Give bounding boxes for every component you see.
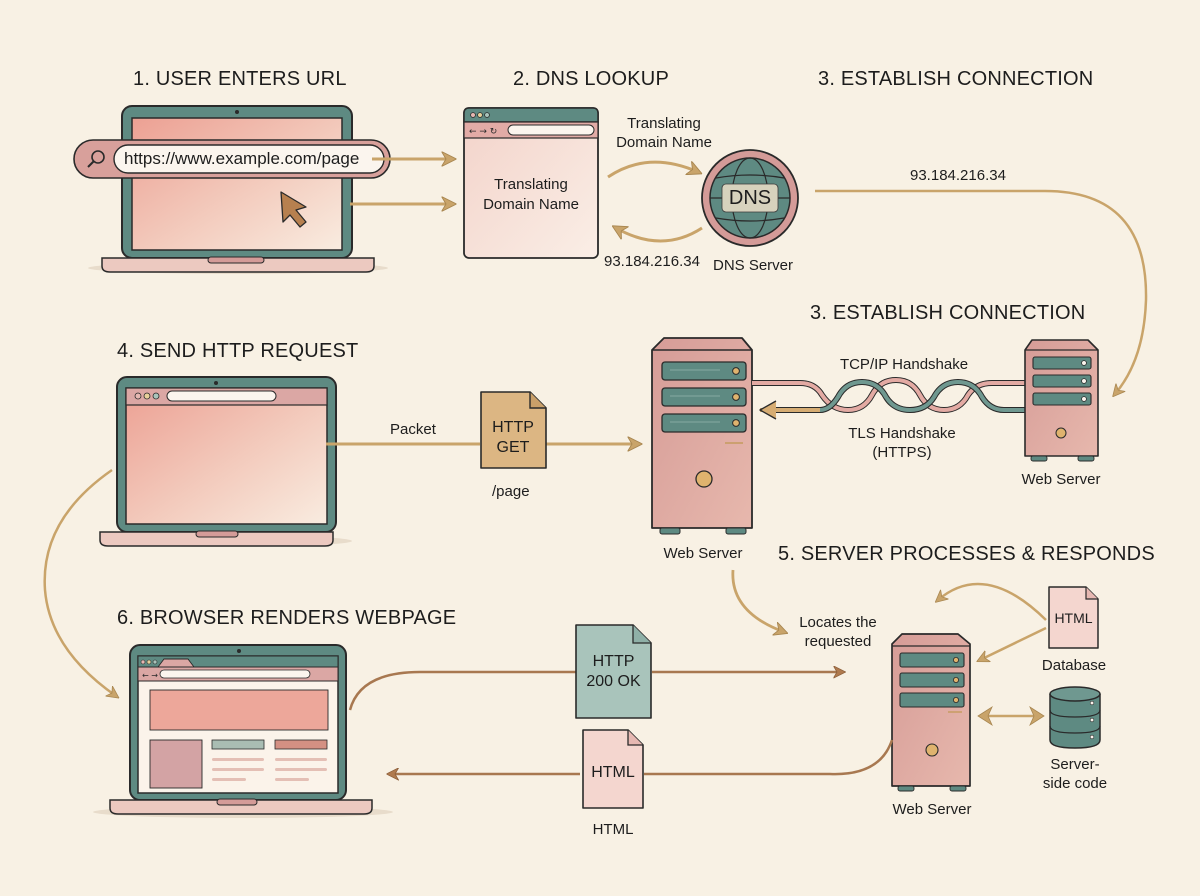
laptop-step4	[99, 376, 352, 547]
dns-server-label: DNS Server	[712, 257, 794, 274]
html-response-doc-text: HTML	[591, 764, 635, 781]
html-doc-database-icon	[1048, 586, 1099, 649]
web-server-processing-icon	[891, 633, 971, 792]
server-code-line2: side code	[1042, 775, 1108, 792]
http-get-packet-icon	[480, 391, 547, 469]
search-icon	[87, 150, 105, 168]
web-server-center-label: Web Server	[663, 545, 743, 562]
browser-status-text: Translating Domain Name	[464, 175, 598, 215]
url-bar[interactable]	[73, 139, 391, 179]
server-code-label: Server- side code	[1030, 755, 1120, 793]
arrow-request-to-render	[43, 468, 116, 696]
step6-title: 6. BROWSER RENDERS WEBPAGE	[117, 607, 457, 629]
tls-line2: (HTTPS)	[872, 444, 932, 461]
step4-title: 4. SEND HTTP REQUEST	[117, 340, 359, 362]
double-arrow-server-code	[977, 705, 1045, 727]
arrow-server-locates	[731, 569, 784, 632]
step5-title: 5. SERVER PROCESSES & RESPONDS	[778, 543, 1155, 565]
http-get-line1: HTTP	[492, 419, 534, 436]
dns-badge: DNS	[728, 187, 772, 209]
arrow-database-to-server-top	[938, 582, 1047, 621]
svg-text:← → ↻: ← → ↻	[469, 127, 497, 137]
step1-title: 1. USER ENTERS URL	[133, 68, 347, 90]
packet-label: Packet	[390, 421, 436, 438]
web-server-right-icon	[1024, 339, 1099, 462]
server-code-database-icon	[1049, 686, 1101, 749]
arrow-to-dns	[607, 160, 698, 179]
cursor-icon	[280, 191, 307, 228]
response-line-left	[348, 670, 576, 711]
http-200-line1: HTTP	[592, 653, 635, 670]
locates-line2: requested	[804, 633, 872, 650]
database-html-text: HTML	[1054, 610, 1093, 626]
http-200-line2: 200 OK	[586, 673, 641, 690]
translating-line1: Translating	[627, 115, 701, 132]
handshake-cables	[752, 376, 1026, 420]
http-200-ok-text: HTTP 200 OK	[576, 652, 651, 692]
browser-status-line1: Translating	[494, 176, 568, 193]
tls-line1: TLS Handshake	[848, 425, 956, 442]
html-doc-response-icon	[582, 729, 644, 809]
database-label: Database	[1041, 657, 1107, 674]
dns-globe-icon	[701, 149, 799, 247]
step3-title: 3. ESTABLISH CONNECTION	[810, 302, 1086, 324]
path-label: /page	[492, 483, 530, 500]
translating-line2: Domain Name	[616, 134, 712, 151]
step3-top-title: 3. ESTABLISH CONNECTION	[818, 68, 1094, 90]
arrow-ip-to-server	[815, 189, 1148, 394]
dns-return-ip: 93.184.216.34	[604, 253, 700, 270]
locates-line1: Locates the	[799, 614, 877, 631]
arrow-dns-return	[616, 228, 703, 243]
web-server-center-icon	[651, 337, 753, 535]
locates-label: Locates the requested	[790, 613, 886, 651]
laptop-step6: ← → ↻	[93, 644, 393, 818]
server-code-line1: Server-	[1050, 756, 1100, 773]
arrow-database-to-server	[980, 626, 1047, 660]
html-return-line-right	[644, 739, 894, 776]
url-input[interactable]: https://www.example.com/page	[124, 149, 360, 168]
resolved-ip-label: 93.184.216.34	[910, 167, 1006, 184]
laptop-step1	[88, 105, 388, 274]
browser-status-line2: Domain Name	[483, 196, 579, 213]
web-server-right-label: Web Server	[1021, 471, 1101, 488]
tcp-handshake-label: TCP/IP Handshake	[839, 356, 969, 373]
step2-title: 2. DNS LOOKUP	[513, 68, 669, 90]
web-server-processing-label: Web Server	[892, 801, 972, 818]
browser-window-step2: ← → ↻	[463, 107, 599, 259]
svg-text:← → ↻: ← → ↻	[142, 671, 167, 680]
http-get-text: HTTP GET	[481, 418, 545, 458]
http-get-line2: GET	[496, 439, 530, 456]
translating-label: Translating Domain Name	[600, 114, 728, 152]
html-label: HTML	[592, 821, 634, 838]
http-200-ok-doc-icon	[575, 624, 652, 719]
tls-handshake-label: TLS Handshake (HTTPS)	[834, 424, 970, 462]
